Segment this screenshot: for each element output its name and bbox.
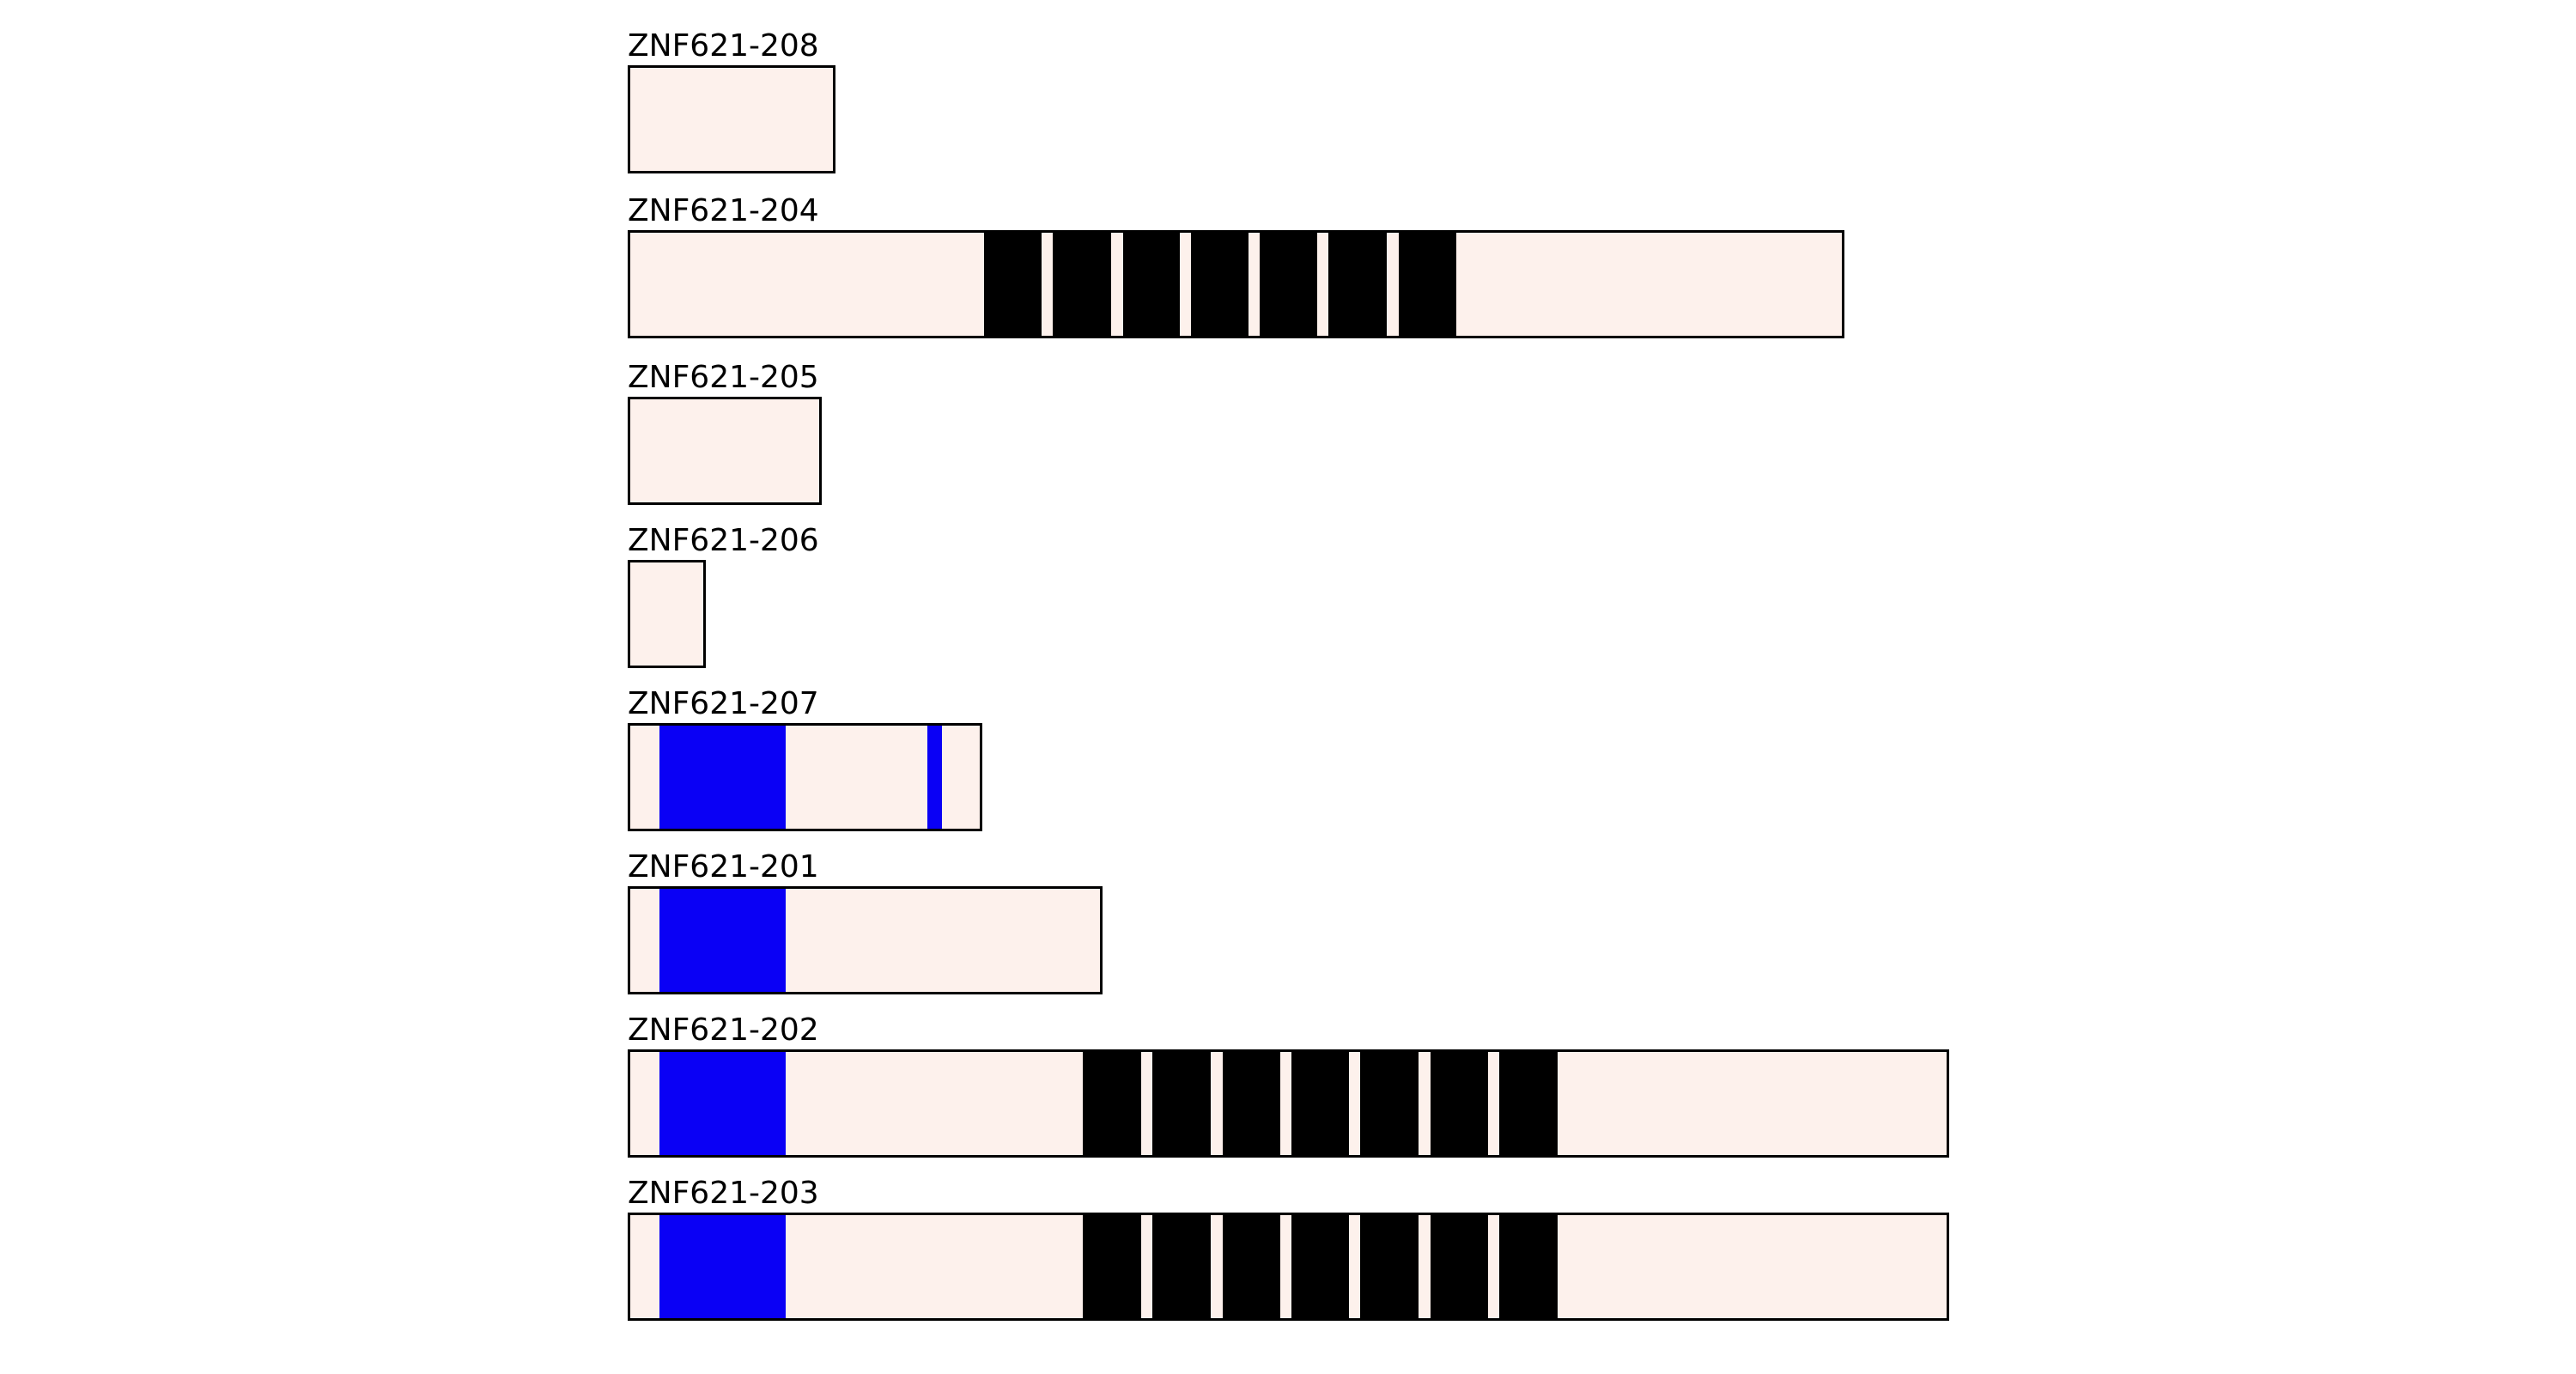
coding-exon-block: [1223, 1052, 1280, 1155]
transcript-body[interactable]: [628, 230, 1844, 338]
highlight-exon-block: [659, 726, 786, 829]
transcript-track[interactable]: ZNF621-208: [628, 29, 835, 173]
transcript-track[interactable]: ZNF621-201: [628, 850, 1103, 994]
coding-exon-block: [1123, 233, 1180, 336]
coding-exon-block: [1053, 233, 1111, 336]
coding-exon-block: [1360, 1215, 1419, 1318]
coding-exon-block: [984, 233, 1042, 336]
coding-exon-block: [1499, 1052, 1558, 1155]
transcript-track[interactable]: ZNF621-207: [628, 687, 982, 831]
highlight-exon-block: [659, 889, 786, 992]
coding-exon-block: [1223, 1215, 1280, 1318]
transcript-track[interactable]: ZNF621-205: [628, 361, 822, 505]
transcript-label: ZNF621-207: [628, 686, 819, 721]
coding-exon-block: [1152, 1215, 1211, 1318]
transcript-track[interactable]: ZNF621-203: [628, 1176, 1949, 1321]
highlight-exon-block: [659, 1052, 786, 1155]
transcript-label: ZNF621-205: [628, 360, 819, 395]
transcript-body[interactable]: [628, 397, 822, 505]
highlight-exon-block: [927, 726, 942, 829]
coding-exon-block: [1291, 1052, 1349, 1155]
transcript-label: ZNF621-202: [628, 1012, 819, 1048]
coding-exon-block: [1291, 1215, 1349, 1318]
transcript-label: ZNF621-203: [628, 1176, 819, 1211]
transcript-track[interactable]: ZNF621-204: [628, 194, 1844, 338]
transcript-track[interactable]: ZNF621-202: [628, 1013, 1949, 1158]
coding-exon-block: [1083, 1215, 1141, 1318]
transcript-body[interactable]: [628, 886, 1103, 994]
transcript-body[interactable]: [628, 65, 835, 173]
transcript-label: ZNF621-204: [628, 193, 819, 228]
coding-exon-block: [1328, 233, 1387, 336]
coding-exon-block: [1399, 233, 1456, 336]
transcript-body[interactable]: [628, 560, 706, 668]
transcript-label: ZNF621-201: [628, 849, 819, 885]
transcript-body[interactable]: [628, 1049, 1949, 1158]
coding-exon-block: [1083, 1052, 1141, 1155]
coding-exon-block: [1152, 1052, 1211, 1155]
transcript-label: ZNF621-208: [628, 28, 819, 64]
transcript-body[interactable]: [628, 1213, 1949, 1321]
highlight-exon-block: [659, 1215, 786, 1318]
coding-exon-block: [1499, 1215, 1558, 1318]
coding-exon-block: [1191, 233, 1249, 336]
transcript-label: ZNF621-206: [628, 523, 819, 558]
coding-exon-block: [1431, 1215, 1488, 1318]
transcript-body[interactable]: [628, 723, 982, 831]
coding-exon-block: [1360, 1052, 1419, 1155]
coding-exon-block: [1260, 233, 1317, 336]
transcript-track[interactable]: ZNF621-206: [628, 524, 819, 668]
coding-exon-block: [1431, 1052, 1488, 1155]
